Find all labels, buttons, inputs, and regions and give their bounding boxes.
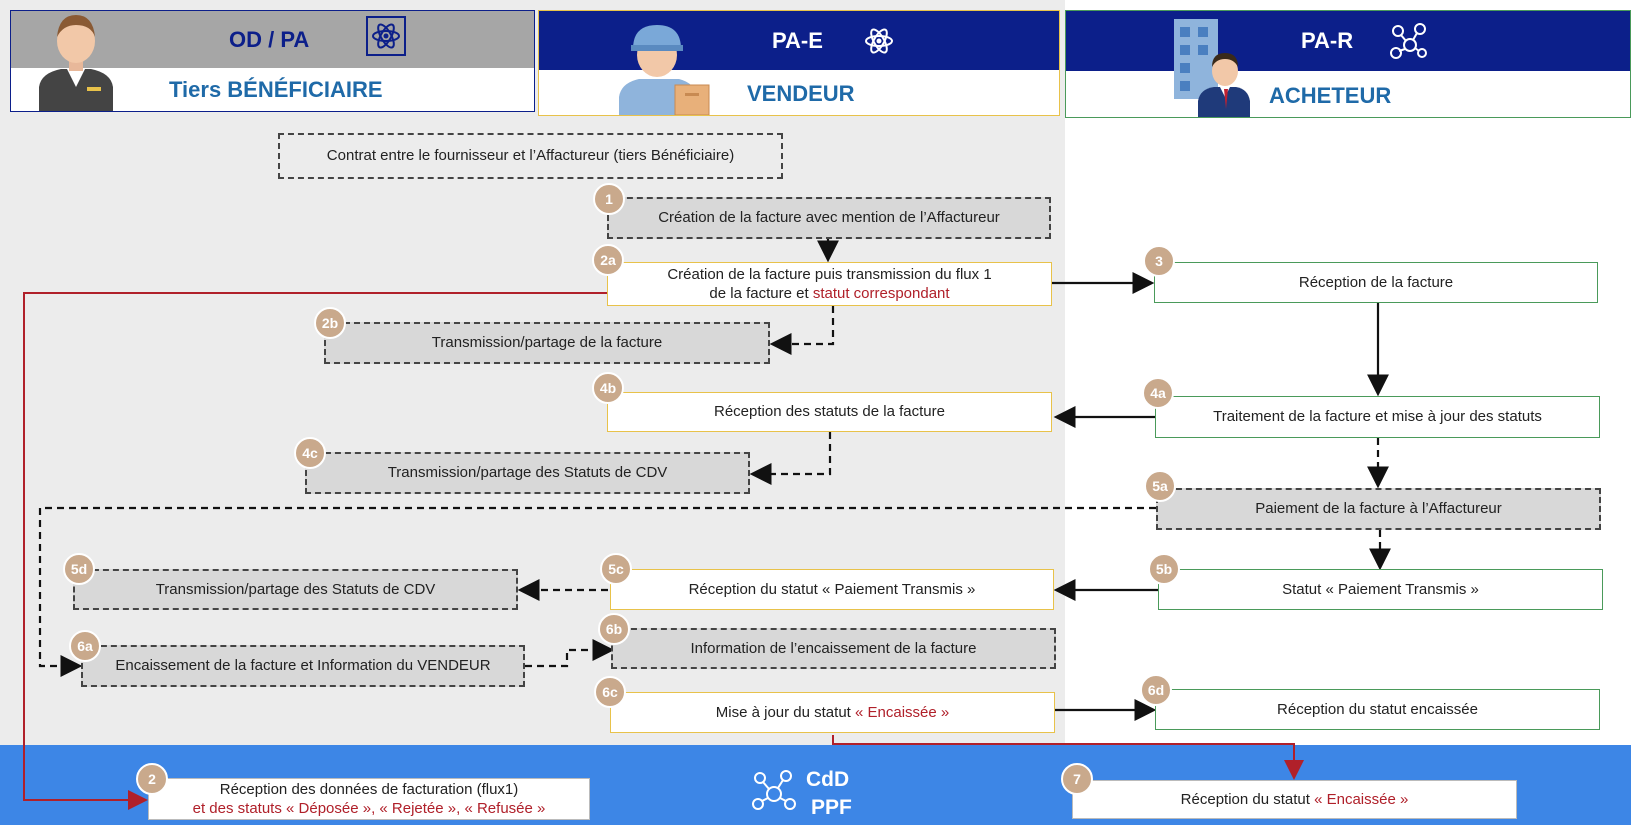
step-badge-6b: 6b [598, 613, 630, 645]
lane-od-background [0, 0, 540, 745]
step-badge-7: 7 [1061, 763, 1093, 795]
step-7-text-b: « Encaissée » [1314, 790, 1409, 808]
header-par-role: ACHETEUR [1269, 83, 1392, 108]
step-2a-line2: de la facture et statut correspondant [709, 284, 949, 304]
header-od-role: Tiers BÉNÉFICIAIRE [169, 77, 383, 102]
step-6d-box: Réception du statut encaissée [1155, 689, 1600, 730]
step-7-text-a: Réception du statut [1180, 790, 1315, 808]
step-1-box: Création de la facture avec mention de l… [607, 197, 1051, 239]
step-badge-6d: 6d [1140, 674, 1172, 706]
step-2-line1: Réception des données de facturation (fl… [219, 780, 519, 798]
step-badge-4b: 4b [592, 372, 624, 404]
step-4c-box: Transmission/partage des Statuts de CDV [305, 452, 750, 494]
step-6a-box: Encaissement de la facture et Informatio… [81, 645, 525, 687]
step-badge-2: 2 [136, 763, 168, 795]
header-pae-code: PA-E [772, 28, 823, 53]
seller-avatar-icon [619, 25, 710, 115]
buyer-avatar-icon [1174, 19, 1250, 117]
header-od-top [11, 11, 534, 68]
step-badge-5b: 5b [1148, 553, 1180, 585]
step-badge-2b: 2b [314, 307, 346, 339]
step-7-box: Réception du statut « Encaissée » [1072, 780, 1517, 819]
step-5b-box: Statut « Paiement Transmis » [1158, 569, 1603, 610]
step-6c-box: Mise à jour du statut « Encaissée » [610, 692, 1055, 733]
step-2a-line1: Création de la facture puis transmission… [667, 265, 992, 283]
step-2a-box: Création de la facture puis transmission… [607, 262, 1052, 306]
header-par: PA-R ACHETEUR [1065, 10, 1631, 118]
step-badge-3: 3 [1143, 245, 1175, 277]
step-badge-4a: 4a [1142, 377, 1174, 409]
step-6c-text-b: « Encaissée » [855, 703, 950, 721]
step-5d-box: Transmission/partage des Statuts de CDV [73, 569, 518, 610]
step-2a-line2-a: de la facture et [709, 285, 813, 302]
atom-icon [865, 28, 893, 54]
header-par-code: PA-R [1301, 28, 1354, 53]
step-badge-1: 1 [593, 183, 625, 215]
atom-icon [366, 16, 406, 56]
step-badge-6c: 6c [594, 676, 626, 708]
step-3-box: Réception de la facture [1154, 262, 1598, 303]
beneficiary-avatar-icon [39, 15, 113, 111]
step-6b-box: Information de l’encaissement de la fact… [611, 628, 1056, 669]
header-od: OD / PA Tiers BÉNÉFICIAIRE [10, 10, 535, 112]
step-2a-line2-b: statut correspondant [812, 285, 950, 302]
header-od-code: OD / PA [229, 27, 310, 52]
footer-title-ppf: PPF [811, 796, 852, 819]
step-2-box: Réception des données de facturation (fl… [148, 778, 590, 820]
step-badge-5d: 5d [63, 553, 95, 585]
step-badge-6a: 6a [69, 630, 101, 662]
header-pae: PA-E VENDEUR [538, 10, 1060, 116]
step-5a-box: Paiement de la facture à l’Affactureur [1156, 488, 1601, 530]
step-badge-5c: 5c [600, 553, 632, 585]
step-2b-box: Transmission/partage de la facture [324, 322, 770, 364]
network-icon [1390, 23, 1427, 59]
step-5c-box: Réception du statut « Paiement Transmis … [610, 569, 1054, 610]
step-4a-box: Traitement de la facture et mise à jour … [1155, 396, 1600, 438]
step-6c-text-a: Mise à jour du statut [715, 703, 855, 721]
header-par-top [1066, 11, 1630, 71]
network-icon [752, 770, 796, 810]
step-badge-4c: 4c [294, 437, 326, 469]
step-4b-box: Réception des statuts de la facture [607, 392, 1052, 432]
header-pae-top [539, 11, 1059, 70]
step-badge-2a: 2a [592, 244, 624, 276]
step-badge-5a: 5a [1144, 470, 1176, 502]
step-2-line2: et des statuts « Déposée », « Rejetée »,… [192, 800, 546, 817]
contract-box: Contrat entre le fournisseur et l’Affact… [278, 133, 783, 179]
header-pae-role: VENDEUR [747, 81, 855, 106]
lane-par-background [1065, 0, 1631, 745]
footer-title-cdd: CdD [806, 768, 850, 791]
